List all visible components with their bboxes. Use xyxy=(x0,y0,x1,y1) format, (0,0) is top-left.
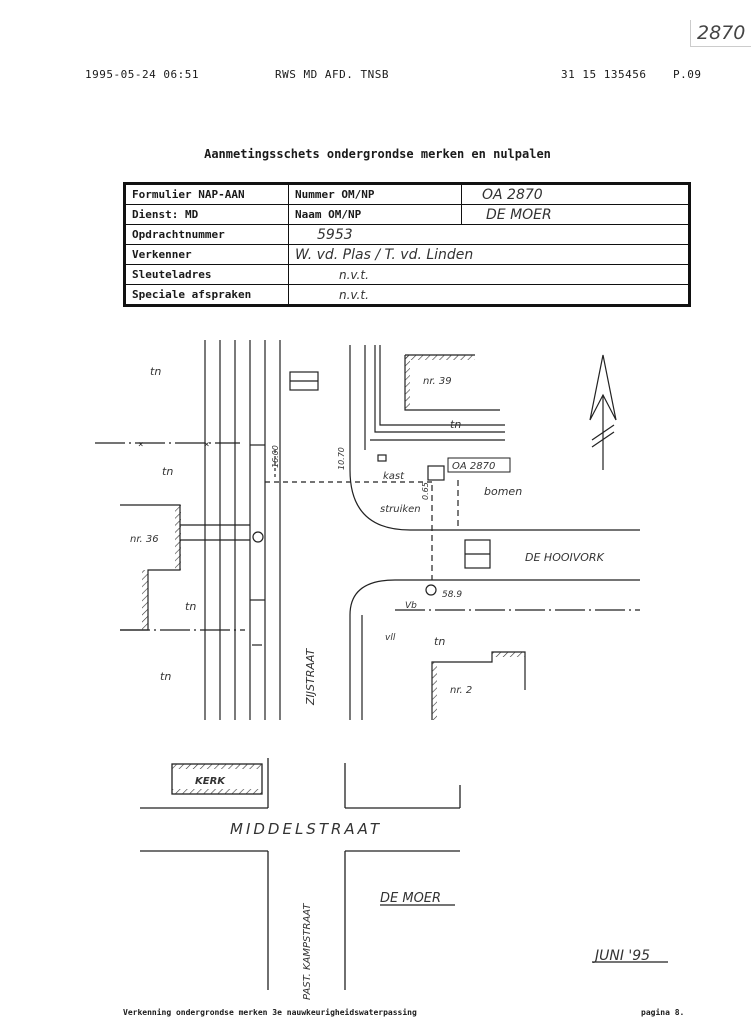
fax-sender: RWS MD AFD. TNSB xyxy=(275,68,389,81)
footer-text: Verkenning ondergrondse merken 3e nauwke… xyxy=(123,1008,417,1017)
street-zijstraat: ZIJSTRAAT xyxy=(304,647,317,706)
fax-datetime: 1995-05-24 06:51 xyxy=(85,68,199,81)
grass-label: tn xyxy=(185,600,196,613)
struiken-label: struiken xyxy=(380,504,421,515)
height-label: 58.9 xyxy=(442,590,462,600)
distance-label: 10.70 xyxy=(337,447,346,470)
svg-text:×: × xyxy=(138,440,143,450)
form-value: W. vd. Plas / T. vd. Linden xyxy=(288,244,690,265)
page-number: pagina 8. xyxy=(641,1008,685,1017)
street-middelstraat: MIDDELSTRAAT xyxy=(230,820,382,838)
form-row: Verkenner W. vd. Plas / T. vd. Linden xyxy=(124,244,690,265)
form-row: Dienst: MD Naam OM/NP DE MOER xyxy=(124,204,690,225)
form-label: Verkenner xyxy=(124,244,289,265)
grass-label: tn xyxy=(162,465,173,478)
form-value: n.v.t. xyxy=(288,284,690,306)
sketch-date: JUNI '95 xyxy=(592,948,650,964)
svg-text:×: × xyxy=(204,440,209,450)
distance-label: 16.00 xyxy=(271,445,280,468)
vb-label: Vb xyxy=(405,601,417,611)
grass-label: tn xyxy=(450,418,461,431)
fax-page: P.09 xyxy=(673,68,702,81)
place-de-moer: DE MOER xyxy=(380,891,441,906)
distance-label: 0.65 xyxy=(421,482,430,500)
street-de-hooivork: DE HOOIVORK xyxy=(525,551,605,564)
street-past-kampstraat: PAST. KAMPSTRAAT xyxy=(302,903,313,1000)
vll-label: vll xyxy=(385,633,396,643)
house-number-36: nr. 36 xyxy=(130,534,159,545)
marker-label: OA 2870 xyxy=(452,461,495,472)
kast-label: kast xyxy=(383,471,405,482)
house-number-39: nr. 39 xyxy=(423,376,452,387)
church-label: KERK xyxy=(195,776,226,787)
fax-phone: 31 15 135456 xyxy=(561,68,647,81)
registration-form: Formulier NAP-AAN Nummer OM/NP OA 2870 D… xyxy=(123,182,691,307)
grass-label: tn xyxy=(434,635,445,648)
form-value: OA 2870 xyxy=(461,183,690,205)
form-row: Speciale afspraken n.v.t. xyxy=(124,284,690,306)
marker-label-box xyxy=(447,457,511,473)
bomen-label: bomen xyxy=(484,485,522,498)
form-value: DE MOER xyxy=(461,204,690,225)
grass-label: tn xyxy=(150,365,161,378)
house-number-2: nr. 2 xyxy=(450,685,472,696)
document-number: 2870 xyxy=(690,20,752,47)
grass-label: tn xyxy=(160,670,171,683)
form-label: Speciale afspraken xyxy=(124,284,289,306)
page-title: Aanmetingsschets ondergrondse merken en … xyxy=(204,147,551,161)
